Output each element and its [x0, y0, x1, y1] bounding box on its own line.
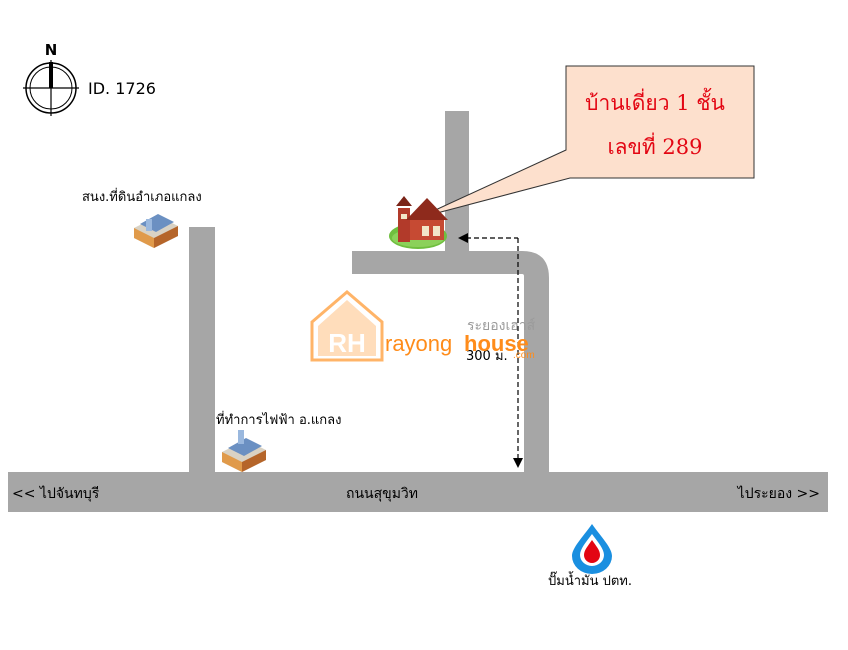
distance-label: 300 ม.	[466, 349, 508, 364]
building-icon	[222, 430, 266, 472]
gas-drop-icon	[572, 524, 612, 574]
watermark-brand-part2: house	[464, 331, 529, 356]
watermark-logo	[310, 290, 384, 362]
building-icon	[134, 214, 178, 248]
main-road-name: ถนนสุขุมวิท	[346, 486, 418, 502]
main-road-sukhumvit	[8, 472, 828, 512]
watermark-thai: ระยองเฮาส์	[467, 317, 536, 334]
watermark-domain: .com	[513, 350, 535, 361]
right-direction-label: ไประยอง >>	[737, 485, 820, 502]
house-icon	[389, 196, 448, 249]
electric-office-label: ที่ทำการไฟฟ้า อ.แกลง	[216, 411, 341, 428]
map-id: ID. 1726	[88, 79, 156, 98]
watermark-brand-part1: rayong	[385, 331, 452, 356]
road-to-house	[352, 111, 549, 472]
callout-line2: เลขที่ 289	[607, 132, 702, 159]
distance-arrow	[458, 233, 523, 468]
land-office-label: สนง.ที่ดินอำเภอแกลง	[82, 188, 202, 205]
callout-bubble	[417, 65, 755, 219]
compass-icon	[23, 60, 79, 116]
left-direction-label: << ไปจันทบุรี	[12, 485, 100, 502]
watermark-logo-letters: RH	[328, 328, 366, 358]
compass-north-label: N	[45, 41, 58, 59]
callout-line1: บ้านเดี่ยว 1 ชั้น	[585, 88, 725, 115]
gas-station-label: ปั๊มน้ำมัน ปตท.	[548, 571, 632, 589]
road-land-office	[189, 227, 215, 473]
